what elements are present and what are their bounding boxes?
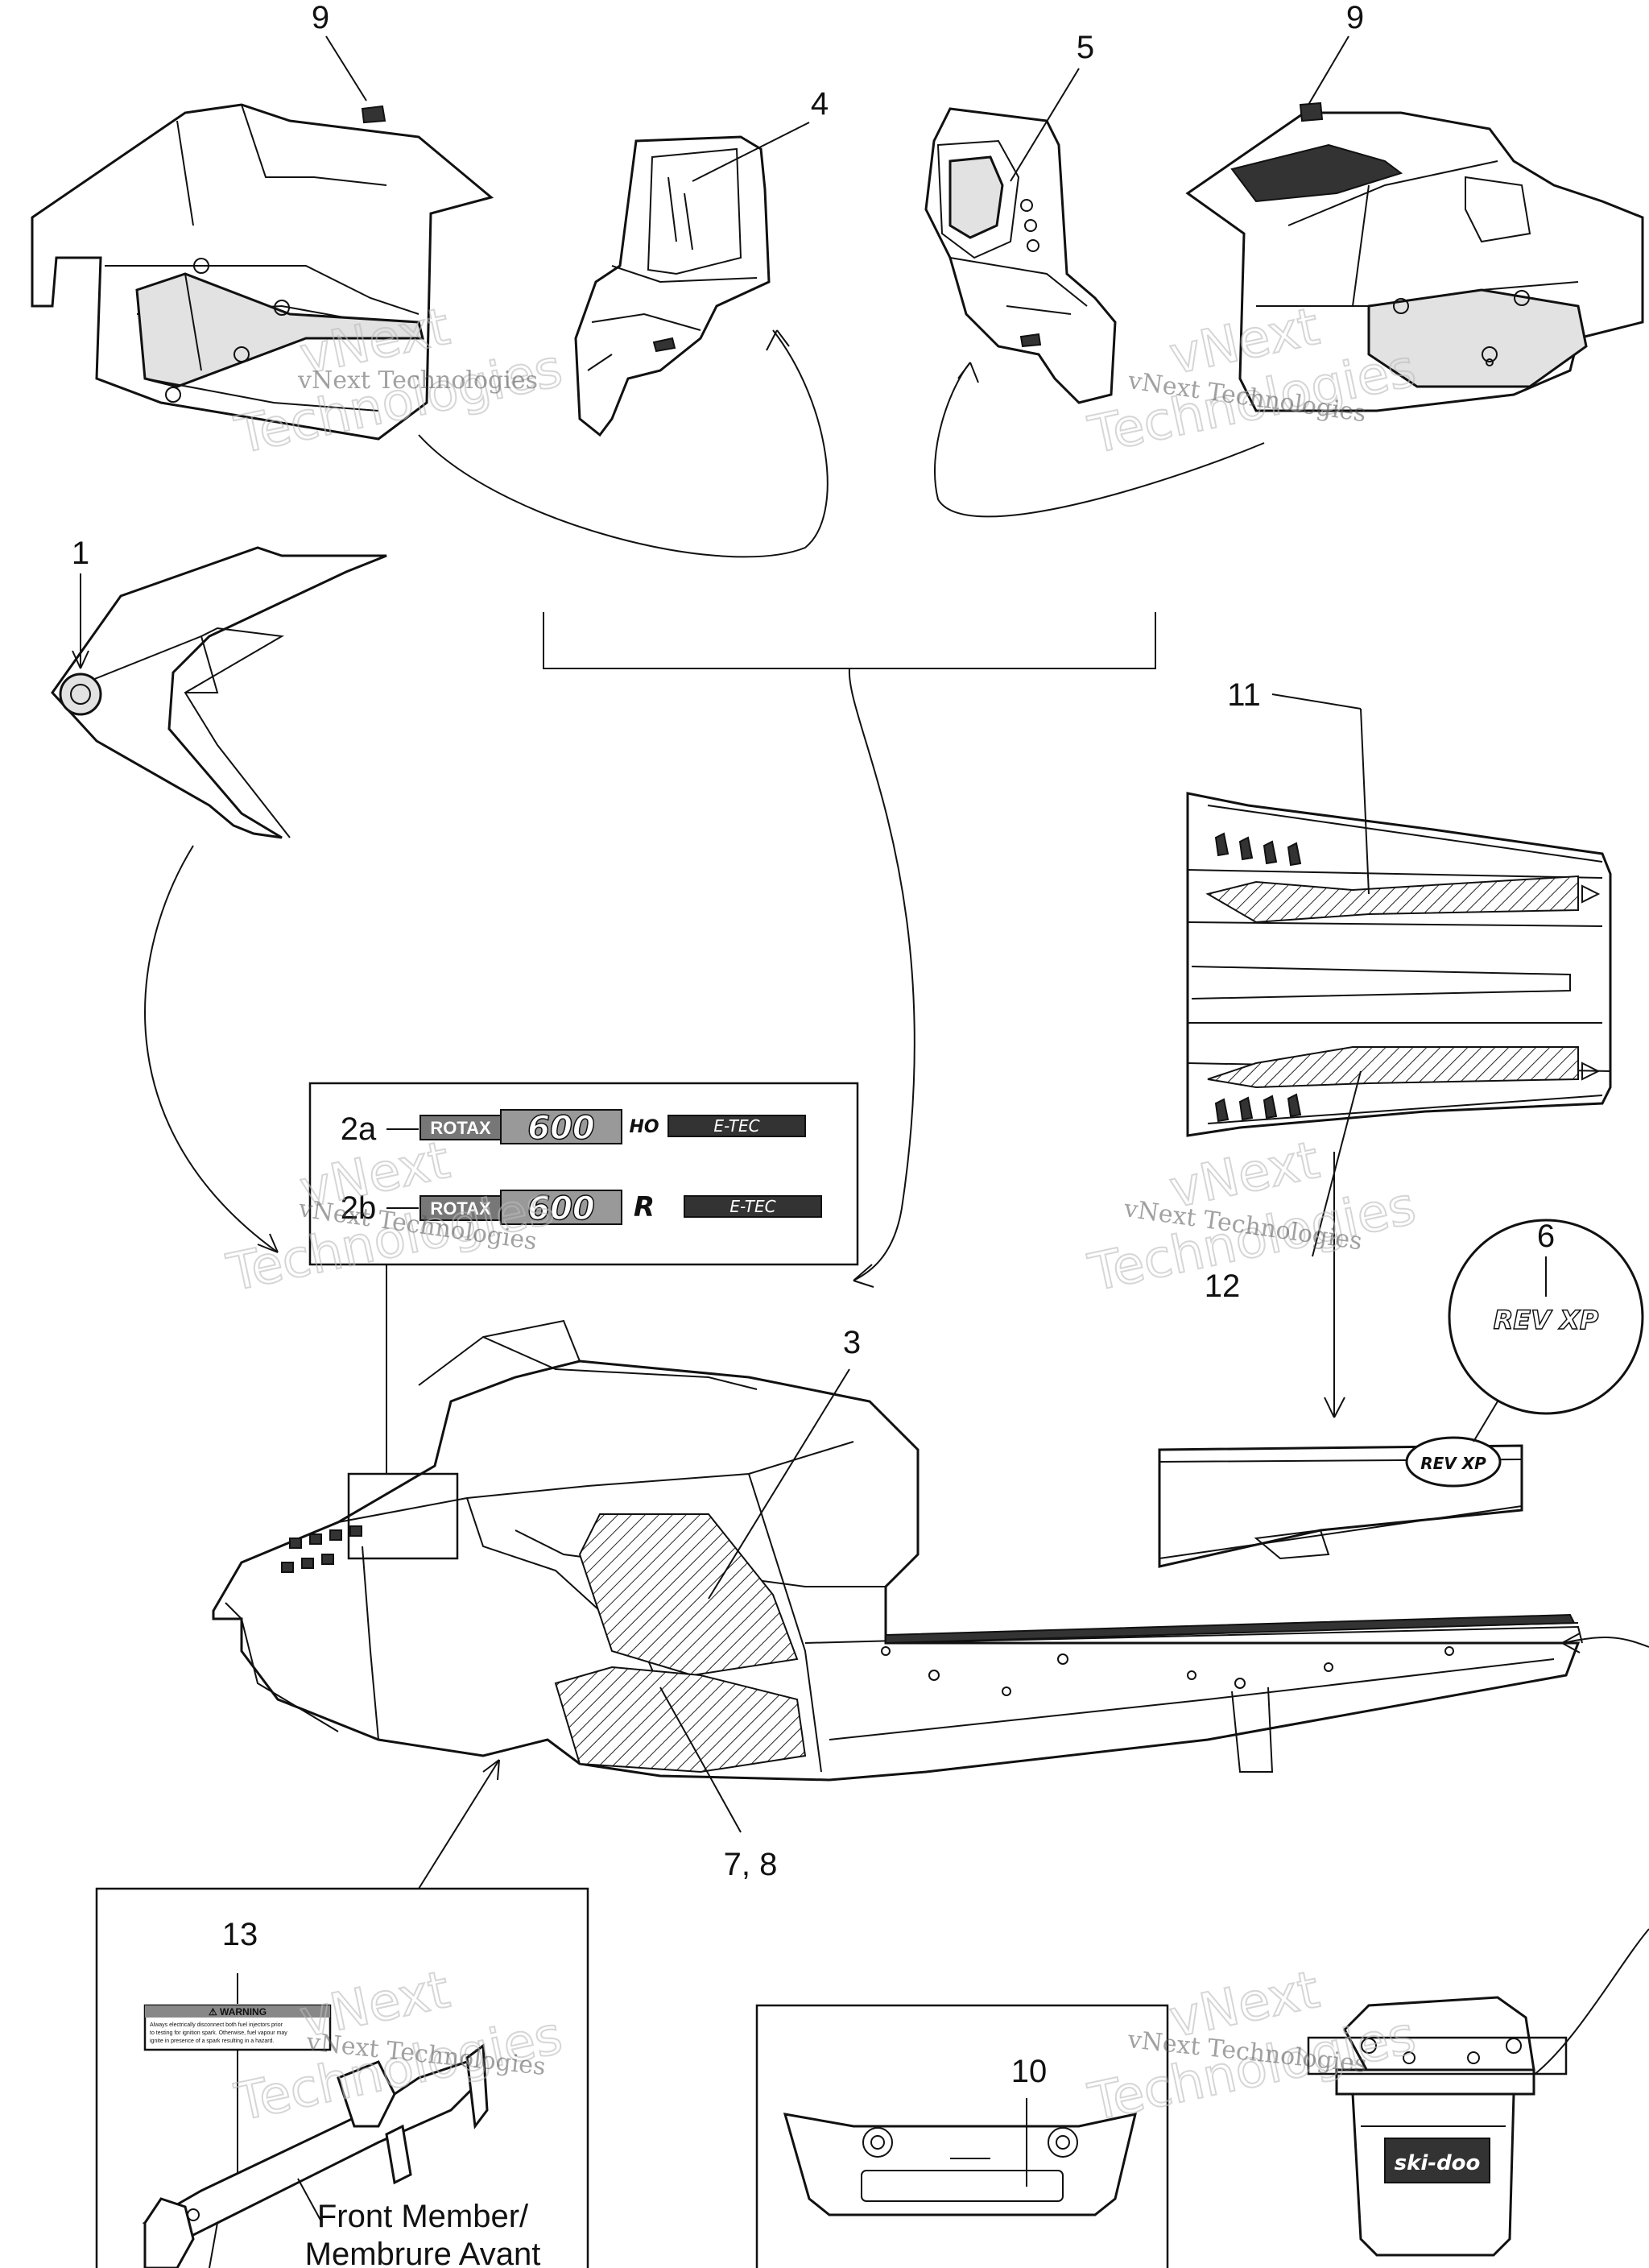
main-sled-body <box>212 1319 1583 1782</box>
warning-title: ⚠ WARNING <box>209 2006 267 2018</box>
warning-decal: ⚠ WARNING Always electrically disconnect… <box>143 2004 332 2051</box>
front-member-caption-1: Front Member/ <box>317 2199 529 2234</box>
front-member-box <box>95 1887 589 2268</box>
right-inner-panel <box>924 107 1117 404</box>
decal-2a-etec: E-TEC <box>713 1116 759 1136</box>
decal-2b-model: 600 <box>527 1190 595 1227</box>
svg-text:vNext Technologies: vNext Technologies <box>297 366 538 395</box>
left-side-panel <box>31 103 494 441</box>
left-inner-panel <box>574 135 771 437</box>
warning-line-1: Always electrically disconnect both fuel… <box>150 2022 283 2028</box>
engine-decal-box <box>308 1082 859 1266</box>
right-side-panel <box>1185 101 1644 412</box>
tunnel-side-revxp: REV XP <box>1158 1436 1523 1568</box>
tunnel-top-view <box>1186 792 1612 1137</box>
decal-2b-suffix: R <box>634 1191 655 1223</box>
warning-line-3: ignite in presence of a spark resulting … <box>150 2038 275 2044</box>
callout-7-8: 7, 8 <box>724 1847 778 1882</box>
callout-3: 3 <box>843 1325 861 1360</box>
callout-9-left: 9 <box>312 0 329 35</box>
rear-bumper-part <box>783 2113 1138 2216</box>
callout-10: 10 <box>1011 2054 1048 2089</box>
callout-13: 13 <box>222 1917 258 1952</box>
callout-9-right: 9 <box>1346 0 1364 35</box>
rev-xp-magnifier <box>1448 1219 1644 1415</box>
callout-6: 6 <box>1537 1219 1555 1254</box>
front-hood <box>51 546 387 839</box>
rear-bumper-box <box>755 2004 1169 2268</box>
watermark-4: vNext Technologies vNext Technologies <box>1083 1130 1422 1305</box>
callout-1: 1 <box>72 536 89 571</box>
callout-2a: 2a <box>341 1111 377 1147</box>
callout-11: 11 <box>1227 677 1261 713</box>
callout-2b: 2b <box>341 1190 377 1226</box>
decal-2a-suffix: HO <box>629 1117 659 1137</box>
callout-12: 12 <box>1205 1269 1241 1304</box>
decal-2b-brand: ROTAX <box>430 1198 491 1219</box>
callout-4: 4 <box>811 86 829 122</box>
callout-5: 5 <box>1077 30 1094 65</box>
decal-2a-brand: ROTAX <box>430 1118 491 1138</box>
decal-2a-model: 600 <box>527 1110 595 1147</box>
decal-2b: ROTAX 600 R E-TEC <box>386 1190 822 1228</box>
rear-snowflap: ski-doo <box>1307 1996 1568 2257</box>
front-member-caption-2: Membrure Avant <box>305 2237 541 2268</box>
rev-xp-small-text: REV XP <box>1420 1454 1486 1473</box>
front-member-part <box>142 2043 489 2268</box>
rev-xp-decal-text: REV XP <box>1494 1305 1599 1335</box>
decal-2b-etec: E-TEC <box>729 1197 775 1216</box>
watermark-3: vNext Technologies vNext Technologies <box>221 1130 560 1305</box>
warning-line-2: to testing for ignition spark. Otherwise… <box>150 2030 287 2036</box>
decal-2a: ROTAX 600 HO E-TEC <box>386 1109 806 1148</box>
ski-doo-logo-text: ski-doo <box>1395 2151 1481 2175</box>
